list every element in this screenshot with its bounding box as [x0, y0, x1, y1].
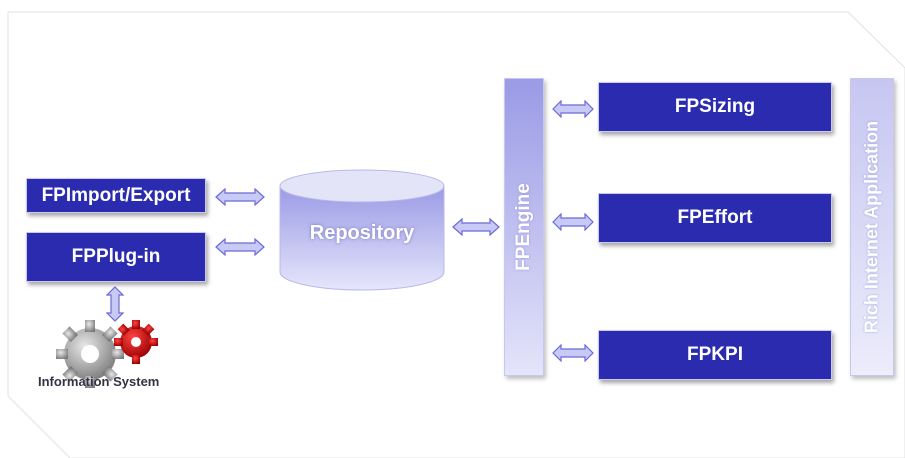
- information-system-label: Information System: [38, 374, 160, 389]
- double-arrow-icon: [215, 238, 265, 256]
- repository-cylinder: [279, 169, 445, 291]
- fpplugin-box: FPPlug-in: [26, 232, 206, 282]
- fpimport-export-box: FPImport/Export: [26, 178, 206, 213]
- gears-icon: [56, 320, 158, 388]
- fpimport-export-label: FPImport/Export: [41, 184, 191, 206]
- fpkpi-label: FPKPI: [687, 344, 743, 365]
- fpkpi-box: FPKPI: [598, 330, 832, 380]
- fpsizing-box: FPSizing: [598, 82, 832, 132]
- repository-label: Repository: [309, 222, 415, 244]
- rich-internet-application-bar: Rich Internet Application: [850, 78, 894, 376]
- double-arrow-icon: [215, 188, 265, 206]
- double-arrow-vertical-icon: [106, 286, 124, 322]
- fpplugin-label: FPPlug-in: [71, 246, 161, 267]
- fpengine-label: FPEngine: [513, 183, 534, 271]
- rich-internet-application-label: Rich Internet Application: [861, 120, 882, 334]
- double-arrow-icon: [552, 344, 594, 362]
- double-arrow-icon: [552, 100, 594, 118]
- fpeffort-label: FPEffort: [677, 207, 753, 228]
- fpeffort-box: FPEffort: [598, 193, 832, 243]
- double-arrow-icon: [452, 218, 500, 236]
- fpengine-bar: FPEngine: [504, 78, 544, 376]
- fpsizing-label: FPSizing: [674, 96, 756, 117]
- double-arrow-icon: [552, 213, 594, 231]
